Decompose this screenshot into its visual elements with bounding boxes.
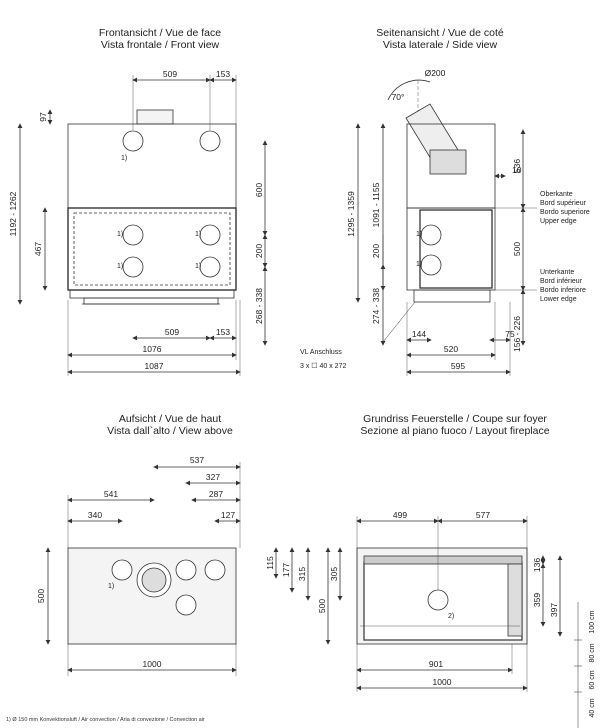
top-dim-500: 500 (36, 589, 46, 603)
side-mark-1a: 1) (416, 231, 422, 238)
front-dim-509-bot: 509 (165, 327, 179, 337)
side-dim-10: 10 (512, 165, 522, 175)
side-lower-edge-fr: Bord inférieur (540, 278, 583, 285)
front-dim-1087: 1087 (145, 361, 164, 371)
front-dim-200: 200 (254, 244, 264, 258)
plan-dim-901: 901 (429, 659, 443, 669)
front-dim-509-top: 509 (163, 69, 177, 79)
side-mark-1b: 1) (416, 261, 422, 268)
top-dim-287: 287 (209, 489, 223, 499)
footnote: 1) Ø 150 mm Konvektionsluft / Air convec… (6, 717, 205, 723)
front-title-line2: Vista frontale / Front view (100, 39, 220, 51)
front-dim-97: 97 (38, 112, 48, 122)
side-lower-edge-en: Lower edge (540, 296, 577, 303)
plan-view (325, 516, 582, 728)
plan-dim-305: 305 (329, 567, 339, 581)
front-dim-153-bot: 153 (216, 327, 230, 337)
ruler-60cm: 60 cm (589, 670, 596, 689)
top-dim-340: 340 (88, 510, 102, 520)
plan-dim-136: 136 (532, 558, 542, 572)
side-dim-536: 536 (512, 159, 522, 173)
side-view (355, 79, 537, 376)
side-dim-200: 200 (371, 244, 381, 258)
top-dim-327: 327 (206, 472, 220, 482)
ruler-40cm: 40 cm (589, 698, 596, 717)
top-dim-177: 177 (281, 563, 291, 577)
ruler-80cm: 80 cm (589, 643, 596, 662)
side-dim-200dia: Ø200 (425, 68, 446, 78)
side-title-line2: Vista laterale / Side view (382, 39, 498, 51)
plan-mark-2: 2) (448, 613, 454, 620)
side-dim-500: 500 (512, 242, 522, 256)
top-title-line2: Vista dall`alto / View above (107, 425, 233, 437)
front-dim-268: 268 - 338 (254, 288, 264, 324)
side-lower-edge-de: Unterkante (540, 269, 574, 276)
side-dim-1295: 1295 - 1359 (346, 191, 356, 237)
top-view (45, 462, 311, 676)
plan-dim-499: 499 (393, 510, 407, 520)
top-title-line1: Aufsicht / Vue de haut (118, 413, 222, 425)
plan-dim-397: 397 (549, 603, 559, 617)
side-dim-595: 595 (451, 361, 465, 371)
top-dim-537: 537 (190, 455, 204, 465)
front-view (17, 75, 268, 376)
front-mark-1d: 1) (195, 231, 201, 238)
front-mark-1e: 1) (195, 263, 201, 270)
side-dim-1091: 1091 - 1155 (371, 182, 381, 227)
front-dim-1192: 1192 - 1262 (8, 191, 18, 236)
front-mark-1c: 1) (117, 263, 123, 270)
side-upper-edge-en: Upper edge (540, 218, 577, 225)
top-dim-127: 127 (221, 510, 235, 520)
front-view-title: Frontansicht / Vue de face Vista frontal… (60, 27, 260, 51)
front-mark-1b: 1) (117, 231, 123, 238)
side-view-labels: Ø200 70° 1295 - 1359 1091 - 1155 200 274… (300, 68, 590, 371)
plan-dim-359: 359 (532, 593, 542, 607)
top-dim-1000: 1000 (143, 659, 162, 669)
front-dim-153-top: 153 (216, 69, 230, 79)
plan-title-line2: Sezione al piano fuoco / Layout fireplac… (360, 425, 550, 437)
side-upper-edge-it: Bordo superiore (540, 209, 590, 216)
side-upper-edge-fr: Bord supérieur (540, 200, 587, 207)
side-vl-connection: VL Anschluss (300, 349, 342, 356)
plan-view-title: Grundriss Feuerstelle / Coupe sur foyer … (330, 413, 580, 437)
side-vl-size: 3 x ☐ 40 x 272 (300, 362, 346, 370)
side-view-title: Seitenansicht / Vue de coté Vista latera… (340, 27, 540, 51)
top-view-labels: 537 327 287 541 340 127 500 115 177 315 … (36, 455, 307, 669)
plan-dim-500: 500 (317, 599, 327, 613)
top-dim-115: 115 (265, 556, 275, 570)
plan-title-line1: Grundriss Feuerstelle / Coupe sur foyer (363, 413, 547, 425)
front-mark-1a: 1) (121, 155, 127, 162)
top-dim-315: 315 (297, 567, 307, 581)
side-dim-156: 156 - 226 (512, 316, 522, 352)
side-dim-144: 144 (412, 329, 426, 339)
plan-dim-1000: 1000 (433, 677, 452, 687)
plan-dim-577: 577 (476, 510, 490, 520)
front-title-line1: Frontansicht / Vue de face (98, 27, 222, 39)
front-view-labels: 509 153 97 1192 - 1262 467 600 200 268 -… (8, 69, 264, 371)
side-dim-274: 274 - 338 (371, 288, 381, 324)
front-dim-1076: 1076 (143, 344, 162, 354)
side-upper-edge-de: Oberkante (540, 191, 573, 198)
top-view-title: Aufsicht / Vue de haut Vista dall`alto /… (60, 413, 280, 437)
side-dim-75: 75 (505, 329, 515, 339)
top-mark-1: 1) (108, 583, 114, 590)
ruler-100cm: 100 cm (589, 610, 596, 633)
side-angle-70: 70° (392, 92, 405, 102)
side-title-line1: Seitenansicht / Vue de coté (376, 27, 504, 39)
front-dim-600: 600 (254, 183, 264, 197)
side-lower-edge-it: Bordo inferiore (540, 287, 586, 294)
plan-view-labels: 499 577 305 500 136 359 397 901 1000 2) … (317, 510, 596, 718)
top-dim-541: 541 (104, 489, 118, 499)
side-dim-520: 520 (444, 344, 458, 354)
front-dim-467: 467 (33, 242, 43, 256)
